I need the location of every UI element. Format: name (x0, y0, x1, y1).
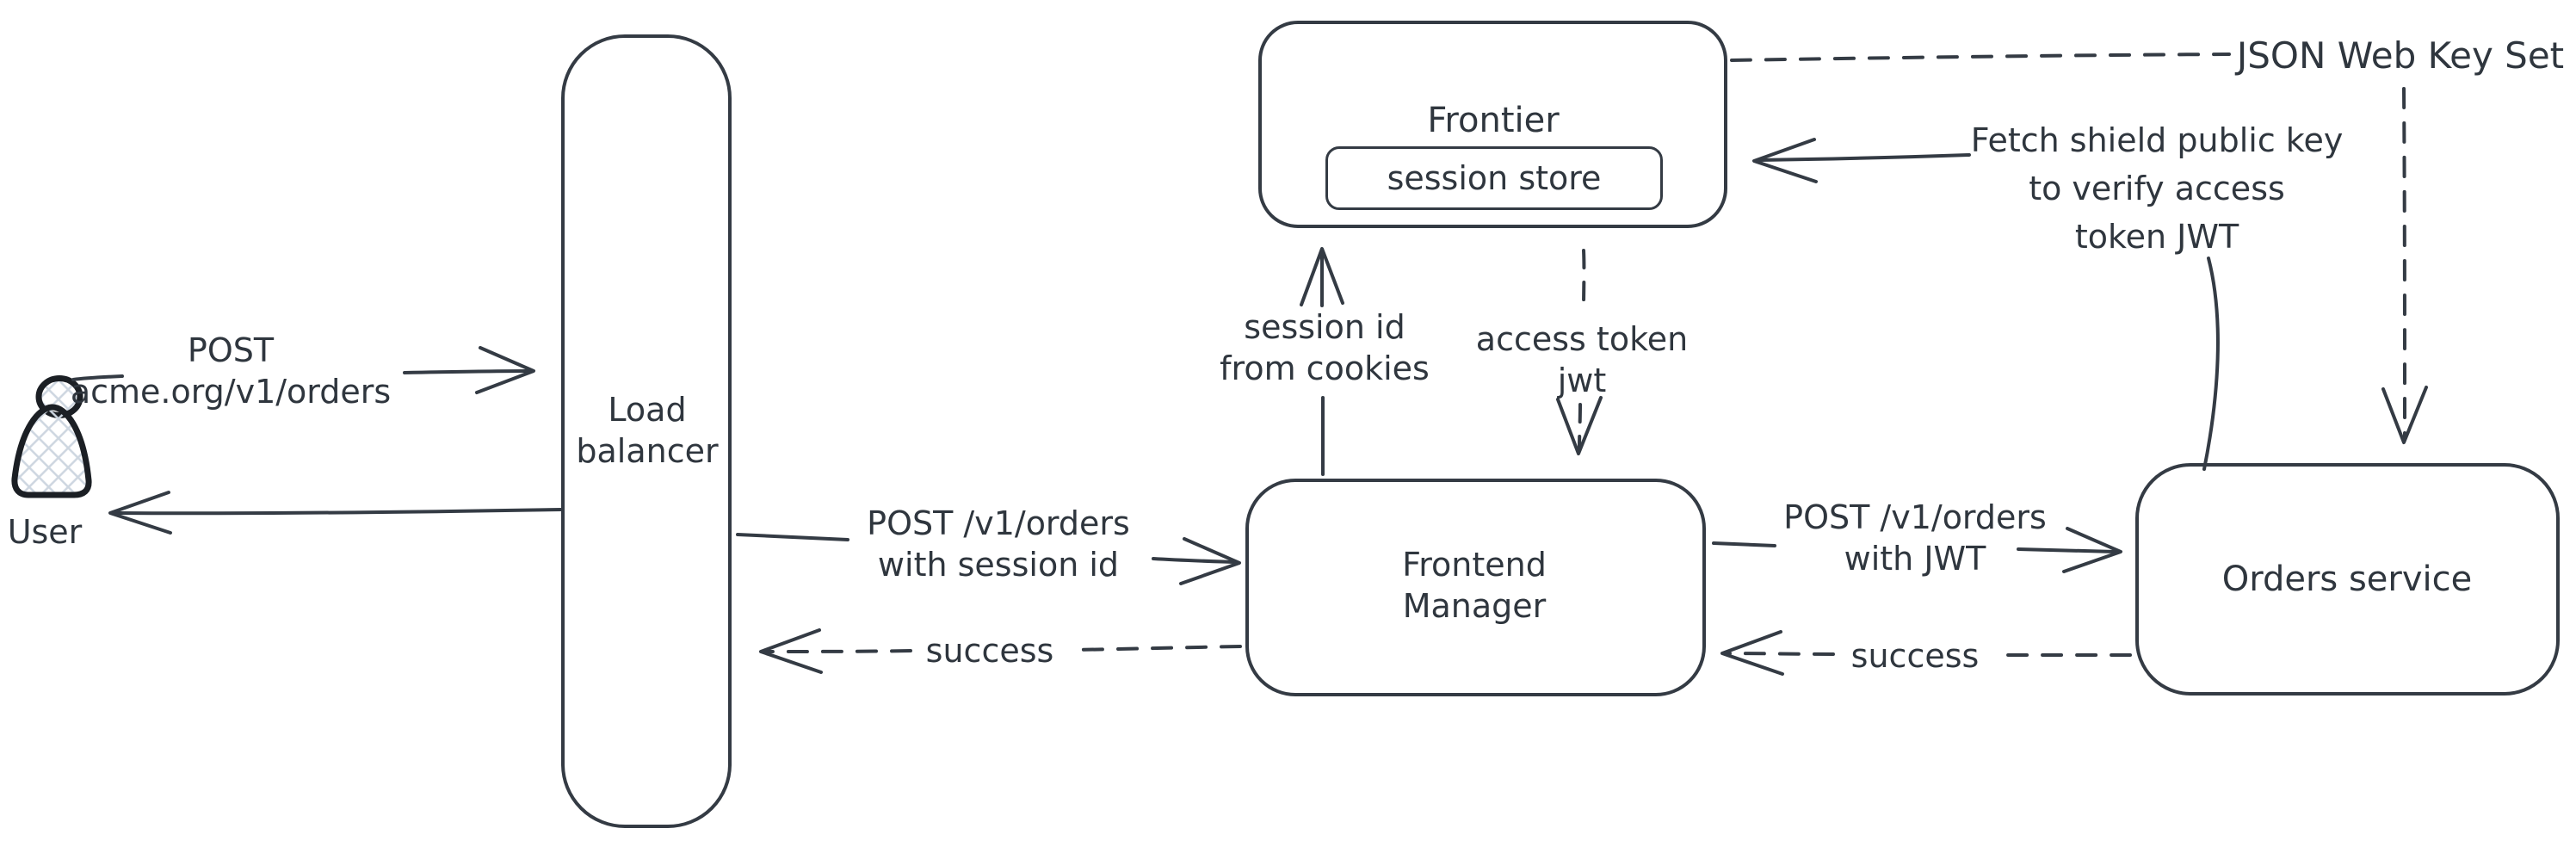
node-session-store (1325, 146, 1663, 210)
edge-orders-to-fm-label: success (1851, 635, 1980, 677)
load-balancer-label-line2: balancer (576, 432, 719, 470)
edge-orders-to-frontier-label: Fetch shield public key to verify access… (1971, 116, 2344, 261)
jwks-label-text: JSON Web Key Set (2236, 34, 2565, 77)
edge-fm-to-lb-label: success (926, 630, 1054, 671)
edge-fm-to-frontier-label-line1: session id (1244, 308, 1405, 346)
frontend-manager-label-line1: Frontend (1402, 546, 1547, 584)
edge-frontier-to-fm-label-line1: access token (1475, 320, 1689, 358)
edge-user-to-lb-label-line1: POST (187, 331, 275, 369)
edge-orders-to-fm-line (1726, 652, 2132, 658)
edge-fm-to-frontier-label: session id from cookies (1220, 306, 1430, 389)
session-store-label: session store (1387, 158, 1602, 199)
edge-orders-to-frontier-label-line2: to verify access (2029, 170, 2285, 207)
frontend-manager-label-line2: Manager (1402, 587, 1547, 625)
edge-lb-to-fm-arrowhead (1179, 537, 1241, 585)
edge-frontier-to-fm-label-line2: jwt (1557, 362, 1607, 399)
edge-user-to-lb-label: POST acme.org/v1/orders (71, 330, 391, 412)
edge-lb-to-fm-line (736, 533, 1236, 564)
session-store-label-text: session store (1387, 159, 1602, 197)
edge-fm-to-orders-arrowhead (2062, 527, 2122, 573)
edge-orders-to-frontier-label-line1: Fetch shield public key (1970, 121, 2344, 159)
edge-lb-to-user-arrowhead (108, 491, 172, 535)
edge-lb-to-user-line (114, 508, 563, 516)
edge-fm-to-lb-label-text: success (925, 632, 1054, 670)
load-balancer-label: Load balancer (576, 389, 718, 472)
edge-jwks-vertical-line (2402, 87, 2406, 439)
edge-fm-to-frontier-arrowhead (1300, 247, 1344, 306)
edge-fm-to-lb-line (764, 645, 1242, 653)
edge-lb-to-fm-label-line1: POST /v1/orders (867, 504, 1130, 542)
edge-frontier-to-fm-line (1578, 249, 1586, 449)
edge-user-to-lb-label-line2: acme.org/v1/orders (70, 373, 392, 411)
edge-jwks-vertical-arrowhead (2381, 386, 2428, 444)
frontier-title-text: Frontier (1427, 101, 1560, 140)
edge-orders-to-frontier-arrowhead (1752, 138, 1818, 183)
edge-user-to-lb-line (71, 369, 532, 381)
edge-orders-to-frontier-line (1757, 153, 2220, 471)
edge-user-to-lb-arrowhead (475, 346, 535, 394)
edge-lb-to-fm-label: POST /v1/orders with session id (867, 503, 1130, 585)
load-balancer-label-line1: Load (608, 391, 687, 429)
edge-fm-to-orders-label-line1: POST /v1/orders (1783, 498, 2047, 536)
orders-service-label-text: Orders service (2221, 560, 2473, 599)
node-orders-service (2135, 463, 2560, 696)
edge-frontier-to-fm-label: access token jwt (1476, 318, 1688, 401)
edge-lb-to-fm-label-line2: with session id (877, 546, 1120, 584)
node-frontend-manager (1245, 479, 1706, 696)
edge-fm-to-orders-label-line2: with JWT (1844, 540, 1986, 578)
jwks-label: JSON Web Key Set (2237, 35, 2564, 77)
user-body (11, 404, 92, 498)
edge-orders-to-fm-label-text: success (1850, 637, 1980, 675)
user-icon (11, 375, 92, 498)
frontier-title: Frontier (1427, 100, 1559, 141)
node-load-balancer (561, 34, 732, 828)
edge-orders-to-frontier-label-line3: token JWT (2074, 218, 2239, 256)
edge-frontier-to-fm-arrowhead (1556, 396, 1603, 455)
orders-service-label: Orders service (2222, 559, 2473, 600)
edge-orders-to-fm-arrowhead (1720, 630, 1784, 676)
edge-fm-to-orders-label: POST /v1/orders with JWT (1783, 497, 2047, 579)
edge-fm-to-lb-arrowhead (759, 628, 823, 674)
frontend-manager-label: Frontend Manager (1402, 544, 1547, 627)
edge-fm-to-frontier-label-line2: from cookies (1220, 349, 1430, 387)
user-label: User (8, 511, 83, 553)
edge-fm-to-orders-line (1712, 541, 2117, 553)
edge-jwks-horizontal-line (1730, 53, 2231, 62)
user-label-text: User (7, 513, 83, 551)
edge-fm-to-frontier-line (1319, 253, 1325, 476)
